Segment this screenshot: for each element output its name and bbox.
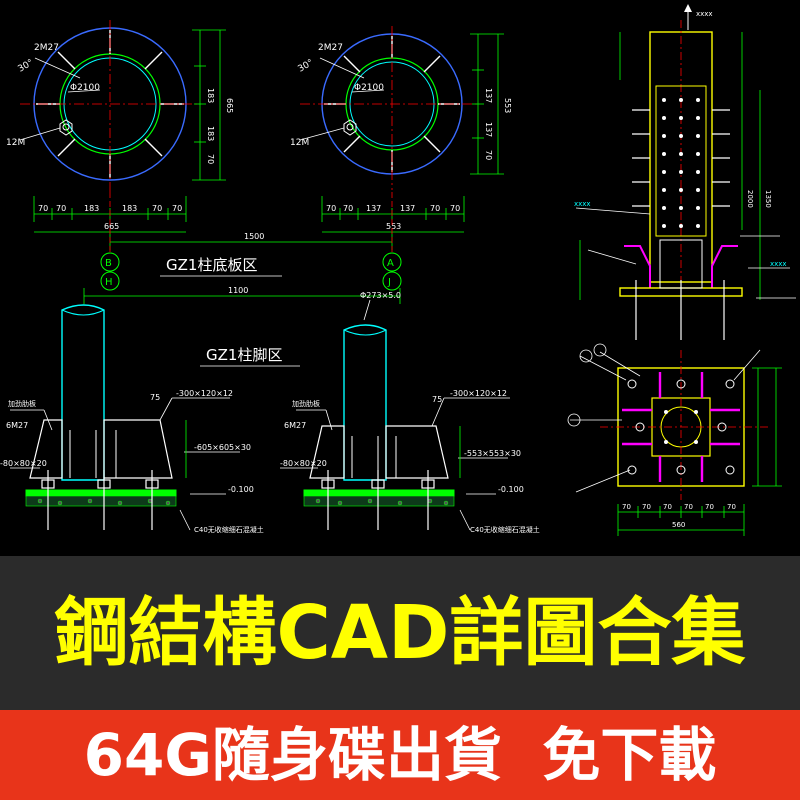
axis-label: H xyxy=(105,277,113,288)
dim-text: 553 xyxy=(386,222,401,231)
svg-text:加劲肋板: 加劲肋板 xyxy=(8,399,36,408)
dim-text: 137 xyxy=(366,204,381,213)
dim-text: 665 xyxy=(104,222,119,231)
dim-text: 560 xyxy=(672,521,685,529)
dim-text: 1100 xyxy=(228,286,248,295)
svg-text:30°: 30° xyxy=(297,58,316,75)
left-column-foot-elevation: 1100 加劲肋板 6M27 -80×80×20 -300×120×12 75 … xyxy=(0,286,401,534)
right-detail-plan: 70 70 70 70 70 70 560 xyxy=(567,343,782,536)
dim-text: 70 xyxy=(450,204,460,213)
dim-text: 183 xyxy=(122,204,137,213)
dim-text: 70 xyxy=(663,503,672,511)
dim-text: 183 xyxy=(206,88,215,103)
axis-bubbles-left: B H xyxy=(100,192,120,291)
note-75-left: 75 xyxy=(150,393,160,402)
note-plate-left: -605×605×30 xyxy=(194,443,251,452)
note-rib-right: -300×120×12 xyxy=(450,389,507,398)
banner-subtitle: 64G隨身碟出貨 免下載 xyxy=(83,721,717,789)
svg-text:12M: 12M xyxy=(290,138,309,148)
note-plate-right: -553×553×30 xyxy=(464,449,521,458)
svg-text:xxxx: xxxx xyxy=(770,260,787,268)
dim-text: 137 xyxy=(484,88,493,103)
svg-text:2M27: 2M27 xyxy=(34,43,59,53)
note-elev-right: -0.100 xyxy=(498,485,524,494)
note-rib-left: -300×120×12 xyxy=(176,389,233,398)
right-base-plate-plan: 2M27 30° Φ2100 12M 70 70 137 137 70 70 5… xyxy=(290,26,512,233)
dim-text: 70 xyxy=(727,503,736,511)
note-washer-left: -80×80×20 xyxy=(0,459,47,468)
dim-text: 70 xyxy=(705,503,714,511)
note-6m27-left: 6M27 xyxy=(6,421,28,430)
note-grout-right: C40无收缩细石混凝土 xyxy=(470,525,540,534)
svg-text:12M: 12M xyxy=(6,138,25,148)
axis-label: B xyxy=(105,258,112,269)
note-6m27-right: 6M27 xyxy=(284,421,306,430)
svg-text:Φ2100: Φ2100 xyxy=(70,83,100,93)
svg-text:xxxx: xxxx xyxy=(574,200,591,208)
right-column-foot-elevation: 加劲肋板 6M27 -80×80×20 -300×120×12 75 -553×… xyxy=(280,291,540,534)
right-detail-elevation: xxxx xyxy=(574,4,796,340)
dim-text: 553 xyxy=(503,98,512,113)
label-base-plate-zone: GZ1柱底板区 xyxy=(166,256,257,274)
svg-text:2000: 2000 xyxy=(746,190,754,208)
svg-text:2M27: 2M27 xyxy=(318,43,343,53)
dim-text: 70 xyxy=(484,150,493,160)
dim-text: 183 xyxy=(84,204,99,213)
dim-text: 70 xyxy=(430,204,440,213)
dim-text: 70 xyxy=(622,503,631,511)
dim-text: 70 xyxy=(642,503,651,511)
dim-text: 183 xyxy=(206,126,215,141)
subtitle-banner: 64G隨身碟出貨 免下載 xyxy=(0,710,800,800)
banner-title: 鋼結構CAD詳圖合集 xyxy=(54,590,746,676)
cad-drawing-area: 2M27 30° Φ2100 12M 70 70 183 183 70 70 6… xyxy=(0,4,796,536)
svg-text:30°: 30° xyxy=(17,58,36,75)
dim-text: 70 xyxy=(56,204,66,213)
span-dimension: 1500 xyxy=(109,232,393,250)
axis-bubbles-right: A J xyxy=(382,192,402,291)
note-elev-left: -0.100 xyxy=(228,485,254,494)
note-75-right: 75 xyxy=(432,395,442,404)
dim-text: 665 xyxy=(225,98,234,113)
dim-text: 70 xyxy=(38,204,48,213)
dim-text: 70 xyxy=(206,154,215,164)
dim-text: 70 xyxy=(684,503,693,511)
dim-text: 1500 xyxy=(244,232,264,241)
svg-text:Φ2100: Φ2100 xyxy=(354,83,384,93)
svg-text:xxxx: xxxx xyxy=(696,10,713,18)
svg-text:1350: 1350 xyxy=(764,190,772,208)
label-column-foot-zone: GZ1柱脚区 xyxy=(206,346,282,364)
dim-text: 70 xyxy=(343,204,353,213)
left-base-plate-plan: 2M27 30° Φ2100 12M 70 70 183 183 70 70 6… xyxy=(6,20,234,233)
dim-text: 70 xyxy=(326,204,336,213)
axis-label: A xyxy=(387,258,394,269)
svg-text:加劲肋板: 加劲肋板 xyxy=(292,399,320,408)
dim-text: 70 xyxy=(172,204,182,213)
cad-drawing: 2M27 30° Φ2100 12M 70 70 183 183 70 70 6… xyxy=(0,4,796,536)
note-pipe-top-right: Φ273×5.0 xyxy=(360,291,401,300)
title-banner: 鋼結構CAD詳圖合集 xyxy=(0,556,800,710)
note-grout-left: C40无收缩细石混凝土 xyxy=(194,525,264,534)
note-washer-right: -80×80×20 xyxy=(280,459,327,468)
axis-label: J xyxy=(387,277,391,288)
dim-text: 137 xyxy=(400,204,415,213)
dim-text: 70 xyxy=(152,204,162,213)
dim-text: 137 xyxy=(484,122,493,137)
